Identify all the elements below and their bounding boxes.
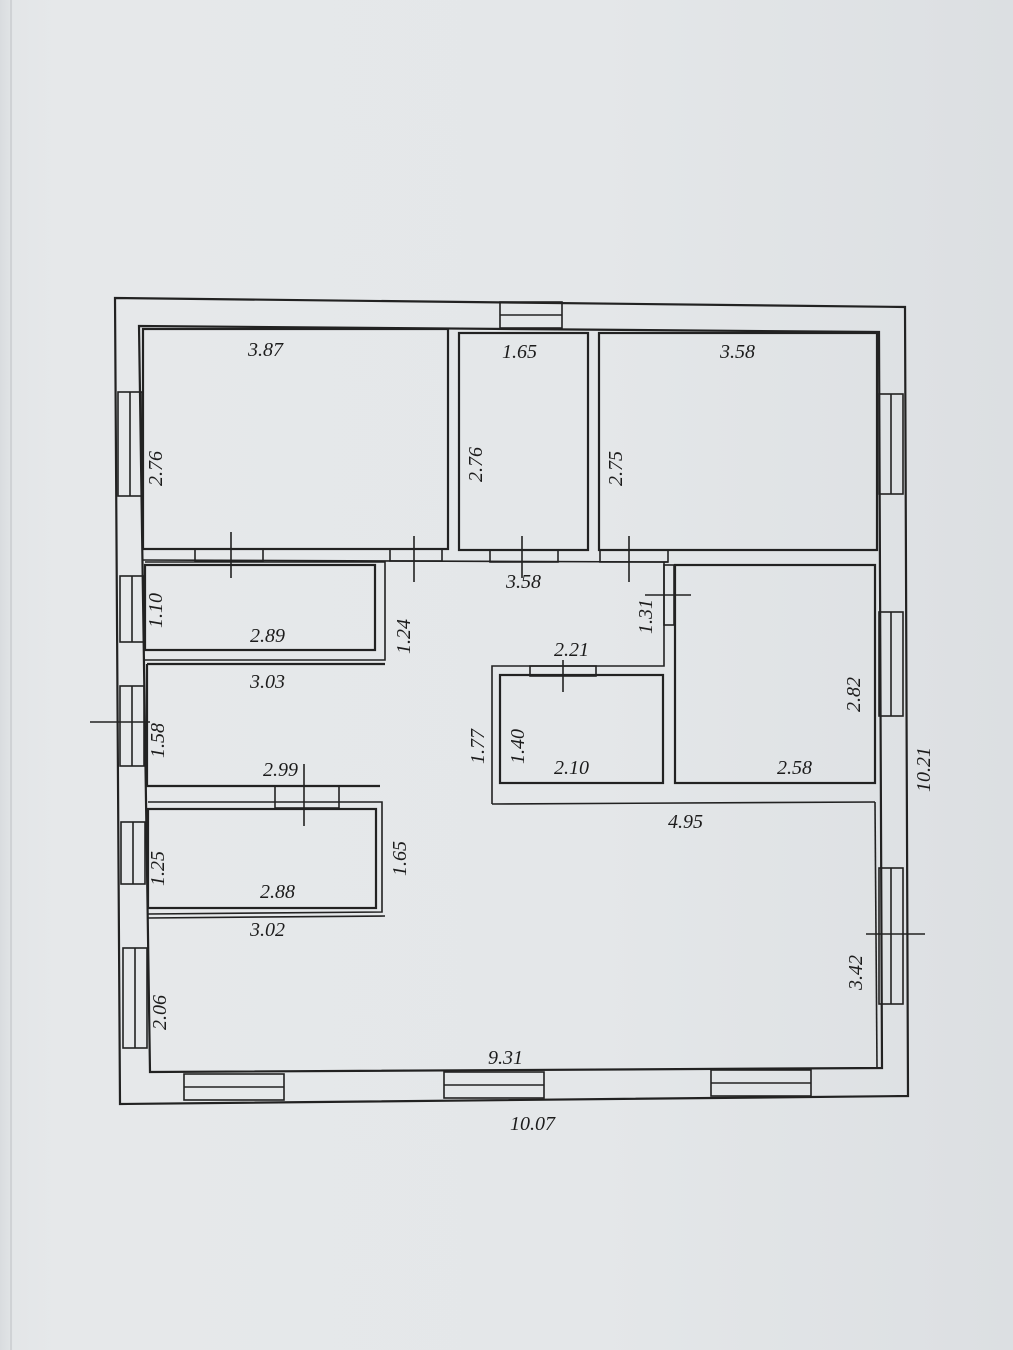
dim-r8-top: 2.99 <box>263 759 298 781</box>
room-8 <box>146 807 378 910</box>
dim-r3-width: 3.58 <box>719 341 755 363</box>
dim-r3-height: 2.75 <box>605 451 627 486</box>
dim-r6-width: 2.10 <box>554 757 589 779</box>
dim-big-top: 4.95 <box>668 811 703 833</box>
dim-r1-height: 2.76 <box>145 451 167 486</box>
door-room-8 <box>274 764 340 826</box>
dim-corridor-top: 3.58 <box>505 571 541 593</box>
dim-r8-width: 2.88 <box>260 881 295 903</box>
dim-overall-width: 10.07 <box>510 1113 556 1135</box>
door-room-2 <box>489 536 559 578</box>
door-room-7 <box>645 564 691 626</box>
door-room-1b <box>389 536 443 582</box>
outer-wall-inner <box>137 324 884 1074</box>
window-right-2 <box>878 611 904 717</box>
dim-hall-left: 1.77 <box>467 728 489 764</box>
door-room-1 <box>194 532 264 578</box>
room-3 <box>597 331 879 552</box>
dim-r6-top: 2.21 <box>554 639 589 661</box>
dim-r4-width: 2.89 <box>250 625 285 647</box>
door-room-3 <box>599 536 669 582</box>
dim-r7-width: 2.58 <box>777 757 812 779</box>
dim-r5-height: 1.58 <box>147 723 169 758</box>
dim-big-left: 2.06 <box>149 995 171 1030</box>
room-1 <box>141 327 450 551</box>
window-bottom-2 <box>443 1071 545 1099</box>
dim-corridor-left: 1.24 <box>393 619 415 654</box>
window-left-3 <box>90 685 150 767</box>
dim-r4-height: 1.10 <box>145 593 167 628</box>
dim-r2-width: 1.65 <box>502 341 537 363</box>
window-bottom-3 <box>710 1069 812 1097</box>
window-left-5 <box>122 947 148 1049</box>
door-room-6 <box>529 660 597 692</box>
dim-r6-height: 1.40 <box>507 729 529 764</box>
dim-big-right: 3.42 <box>845 955 867 991</box>
dim-r8-height: 1.25 <box>147 851 169 886</box>
room-6 <box>498 673 665 785</box>
window-bottom-1 <box>183 1073 285 1101</box>
window-right-3 <box>866 867 925 1005</box>
room-4 <box>143 563 377 652</box>
room-2 <box>457 331 590 552</box>
dim-big-bottom: 9.31 <box>488 1047 523 1069</box>
dim-r1-width: 3.87 <box>247 339 284 361</box>
dim-corridor-right: 1.31 <box>635 599 657 634</box>
dim-r5-width: 3.03 <box>249 671 285 693</box>
window-left-2 <box>119 575 145 643</box>
window-top <box>499 301 563 329</box>
paper-fold-edge <box>10 0 12 1350</box>
dim-hall-mid: 1.65 <box>389 841 411 876</box>
window-left-1 <box>117 391 143 497</box>
window-right-1 <box>878 393 904 495</box>
dim-big-left-top: 3.02 <box>249 919 285 941</box>
outer-wall-outer <box>113 296 910 1106</box>
dim-r2-height: 2.76 <box>465 447 487 482</box>
room-7 <box>673 563 877 785</box>
dim-r7-height: 2.82 <box>843 677 865 712</box>
window-left-4 <box>120 821 146 885</box>
dim-overall-height: 10.21 <box>913 747 935 792</box>
